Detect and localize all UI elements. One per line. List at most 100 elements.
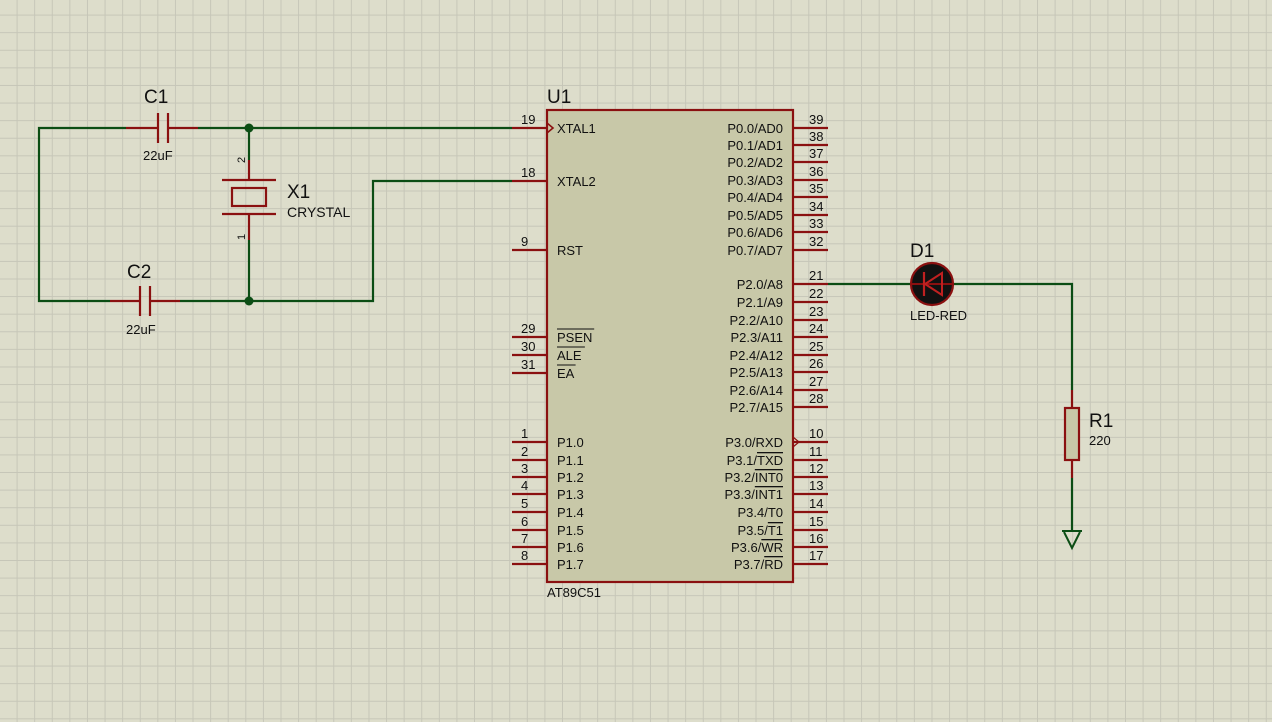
u1-pin-label: P3.6/WR bbox=[731, 540, 783, 555]
u1-pin-number: 8 bbox=[521, 548, 528, 563]
c2-ref: C2 bbox=[127, 262, 151, 283]
u1-pin-left[interactable]: 4P1.3 bbox=[512, 478, 584, 502]
u1-pin-label: P1.0 bbox=[557, 435, 584, 450]
u1-pin-number: 23 bbox=[809, 304, 823, 319]
u1-pin-number: 4 bbox=[521, 478, 528, 493]
u1-pin-label: P0.0/AD0 bbox=[727, 121, 783, 136]
u1-pin-label: P1.3 bbox=[557, 487, 584, 502]
u1-pin-label: P2.6/A14 bbox=[730, 383, 784, 398]
u1-pin-number: 19 bbox=[521, 112, 535, 127]
u1-pin-number: 6 bbox=[521, 514, 528, 529]
r1-ref: R1 bbox=[1089, 411, 1113, 432]
resistor-body[interactable] bbox=[1063, 406, 1081, 462]
capacitor-c1[interactable]: C1 22uF bbox=[126, 87, 198, 163]
u1-pin-number: 29 bbox=[521, 321, 535, 336]
u1-pin-number: 25 bbox=[809, 339, 823, 354]
u1-pin-number: 7 bbox=[521, 531, 528, 546]
u1-pin-label: P0.6/AD6 bbox=[727, 225, 783, 240]
u1-pin-number: 24 bbox=[809, 321, 823, 336]
u1-pin-label: P3.5/T1 bbox=[737, 523, 783, 538]
u1-pin-number: 5 bbox=[521, 496, 528, 511]
wires bbox=[37, 123, 1074, 530]
u1-pin-label: P1.2 bbox=[557, 470, 584, 485]
wire-c1-loop[interactable] bbox=[37, 126, 126, 303]
u1-pin-left[interactable]: 3P1.2 bbox=[512, 461, 584, 485]
u1-pin-number: 26 bbox=[809, 356, 823, 371]
u1-pin-left[interactable]: 5P1.4 bbox=[512, 496, 584, 520]
u1-pin-number: 22 bbox=[809, 286, 823, 301]
u1-pin-left[interactable]: 6P1.5 bbox=[512, 514, 584, 538]
u1-pin-left[interactable]: 7P1.6 bbox=[512, 531, 584, 555]
u1-pin-number: 38 bbox=[809, 129, 823, 144]
u1-pin-left[interactable]: 1P1.0 bbox=[512, 426, 584, 450]
junction-dot-top bbox=[244, 123, 254, 133]
u1-pin-number: 10 bbox=[809, 426, 823, 441]
u1-pin-label: P2.5/A13 bbox=[730, 365, 784, 380]
u1-pin-label: XTAL2 bbox=[557, 174, 596, 189]
u1-left-pins: 19XTAL118XTAL29RST29PSEN30ALE31EA1P1.02P… bbox=[512, 112, 596, 572]
u1-pin-left[interactable]: 8P1.7 bbox=[512, 548, 584, 572]
crystal-x1[interactable]: 2 1 X1 CRYSTAL bbox=[222, 157, 350, 240]
u1-pin-label: P0.2/AD2 bbox=[727, 155, 783, 170]
u1-pin-label: ALE bbox=[557, 348, 582, 363]
microcontroller-u1[interactable]: U1 AT89C51 19XTAL118XTAL29RST29PSEN30ALE… bbox=[512, 87, 828, 600]
u1-pin-number: 12 bbox=[809, 461, 823, 476]
wire-c2-junction[interactable] bbox=[180, 179, 512, 303]
u1-pin-label: P1.7 bbox=[557, 557, 584, 572]
u1-pin-label: P2.1/A9 bbox=[737, 295, 783, 310]
resistor-r1[interactable]: R1 220 bbox=[1063, 390, 1113, 478]
wire-led-r1[interactable] bbox=[954, 282, 1074, 390]
capacitor-c2[interactable]: C2 22uF bbox=[110, 262, 180, 337]
u1-body[interactable] bbox=[545, 108, 795, 584]
u1-pin-label: P3.4/T0 bbox=[737, 505, 783, 520]
ground-icon bbox=[1062, 530, 1082, 551]
u1-pin-label: P2.7/A15 bbox=[730, 400, 784, 415]
u1-pin-label: P3.1/TXD bbox=[727, 453, 783, 468]
xtal1-clock-marker bbox=[546, 122, 555, 134]
u1-pin-number: 2 bbox=[521, 444, 528, 459]
u1-pin-left[interactable]: 2P1.1 bbox=[512, 444, 584, 468]
r1-value: 220 bbox=[1089, 433, 1111, 448]
u1-pin-number: 37 bbox=[809, 146, 823, 161]
d1-ref: D1 bbox=[910, 241, 934, 262]
u1-pin-number: 30 bbox=[521, 339, 535, 354]
u1-pin-number: 33 bbox=[809, 216, 823, 231]
led-d1[interactable]: D1 LED-RED bbox=[909, 241, 967, 323]
u1-pin-label: PSEN bbox=[557, 330, 592, 345]
u1-pin-label: P2.3/A11 bbox=[730, 330, 783, 345]
u1-pin-number: 9 bbox=[521, 234, 528, 249]
u1-pin-number: 28 bbox=[809, 391, 823, 406]
u1-pin-label: P1.1 bbox=[557, 453, 584, 468]
u1-pin-label: P0.1/AD1 bbox=[727, 138, 783, 153]
